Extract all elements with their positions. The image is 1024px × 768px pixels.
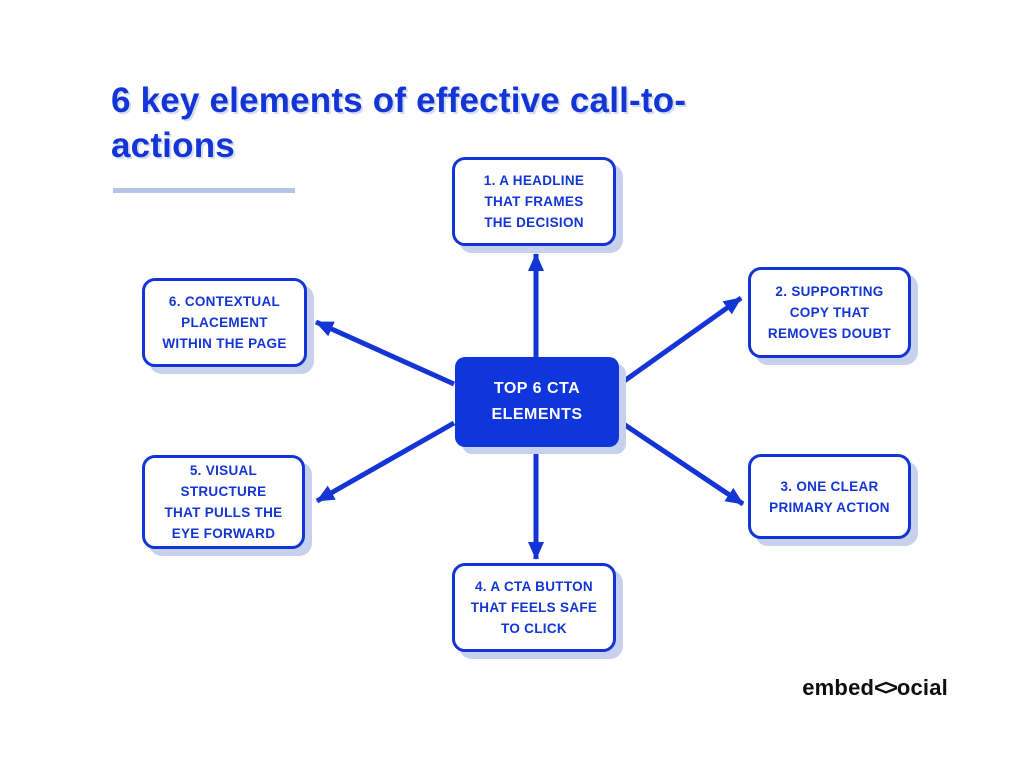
embedsocial-logo: embed<>ocial	[802, 675, 948, 701]
logo-prefix: embed	[802, 675, 875, 700]
diagram-node-primary-action: 3. ONE CLEAR PRIMARY ACTION	[748, 454, 911, 539]
diagram-node-visual-structure: 5. VISUAL STRUCTURE THAT PULLS THE EYE F…	[142, 455, 305, 549]
logo-code-brackets-icon: <>	[874, 675, 898, 700]
logo-suffix: ocial	[896, 675, 948, 700]
arrow-to-node3	[620, 420, 745, 507]
diagram-center-node: TOP 6 CTA ELEMENTS	[455, 357, 619, 447]
diagram-node-supporting-copy: 2. SUPPORTING COPY THAT REMOVES DOUBT	[748, 267, 911, 358]
arrow-to-node5	[315, 420, 456, 504]
page-title: 6 key elements of effective call-to- act…	[111, 81, 687, 165]
diagram-node-contextual-placement: 6. CONTEXTUAL PLACEMENT WITHIN THE PAGE	[142, 278, 307, 367]
diagram-node-cta-button: 4. A CTA BUTTON THAT FEELS SAFE TO CLICK	[452, 563, 616, 652]
title-underline	[113, 188, 295, 193]
diagram-node-headline: 1. A HEADLINE THAT FRAMES THE DECISION	[452, 157, 616, 246]
arrow-to-node2	[618, 295, 743, 387]
arrow-to-node6	[314, 319, 456, 387]
